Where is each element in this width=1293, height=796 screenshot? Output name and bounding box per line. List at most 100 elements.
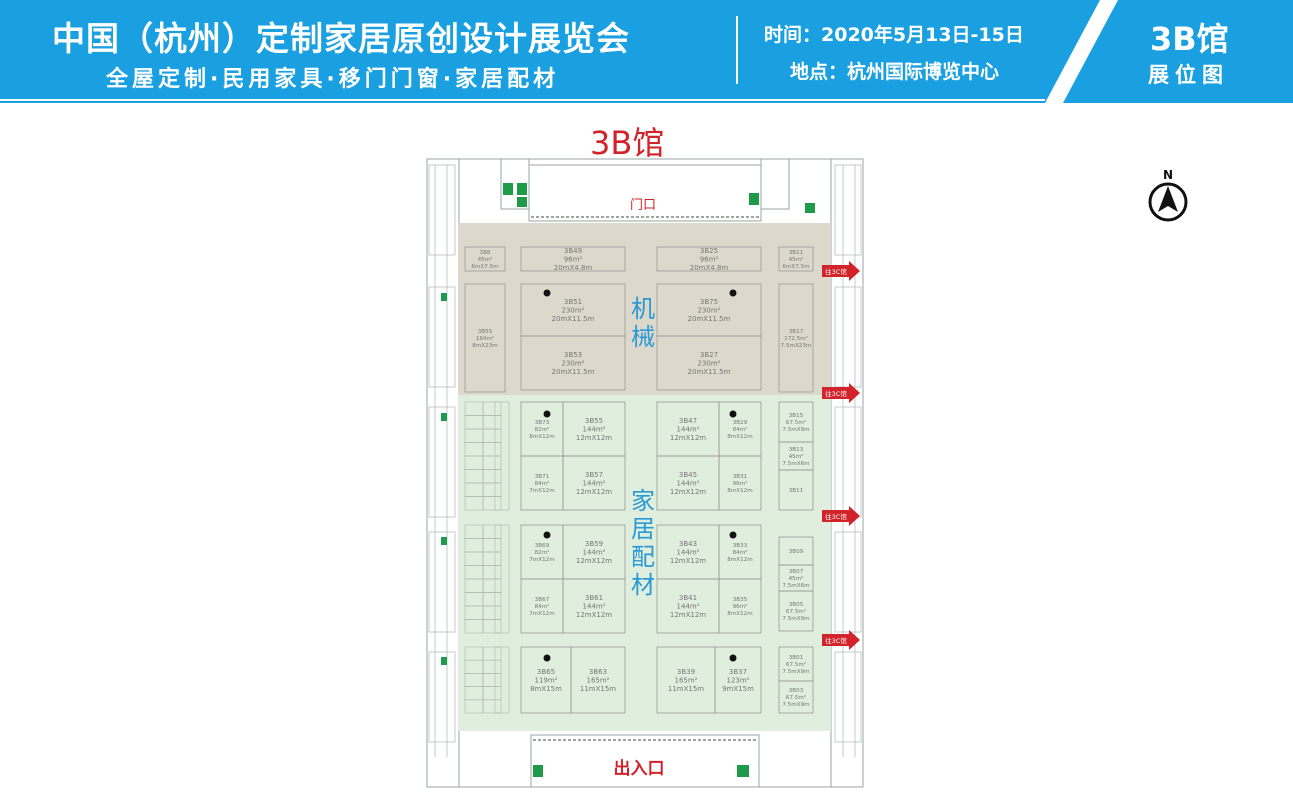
- booth-label-b3b8: 6mX7.5m: [471, 264, 498, 270]
- booth-label-b3b29: 8mX12m: [727, 434, 752, 440]
- booth-label-b3b29: 3B29: [733, 420, 748, 426]
- booth-label-b3b39: 165m²: [675, 676, 698, 684]
- booth-label-b3b41: 144m²: [677, 602, 700, 610]
- svg-text:往3C馆: 往3C馆: [825, 636, 847, 645]
- booth-label-b3b15: 3B15: [789, 413, 804, 419]
- booth-label-b3b47: 3B47: [679, 417, 697, 425]
- booth-label-b3b05: 3B05: [789, 602, 804, 608]
- small-booth-cell: [482, 619, 502, 634]
- booth-label-b3b55: 3B55: [478, 329, 493, 335]
- booth-b3b57: [562, 455, 626, 511]
- booth-label-b3b25: 3B25: [700, 247, 718, 255]
- booth-label-b3b55: 184m²: [476, 335, 494, 342]
- booth-label-b3b57: 3B57: [585, 471, 603, 479]
- booth-label-b3b55b: 3B55: [585, 417, 603, 425]
- booth-b3b03: [778, 680, 814, 714]
- zone-home-label: 家居配材: [631, 487, 655, 599]
- floor-plan: 门口 出入口 往3C馆 往3C馆 往3C馆 往3C馆 3B845m²6mX7.5…: [426, 158, 864, 788]
- map-label: 展位图: [1148, 63, 1229, 87]
- booth-label-b3b69: 3B69: [535, 543, 550, 549]
- booth-label-b3b45: 3B45: [679, 471, 697, 479]
- booth-label-b3b49: 20mX4.8m: [554, 264, 593, 272]
- booth-label-b3b75: 20mX11.5m: [688, 315, 731, 323]
- booth-b3b21: [778, 246, 814, 272]
- booth-label-b3b63: 11mX15m: [580, 685, 616, 693]
- booth-label-b3b63: 3B63: [589, 668, 607, 676]
- booth-label-b3b75: 3B75: [700, 298, 718, 306]
- booth-label-b3b71: 7mX12m: [529, 488, 554, 494]
- booth-b3b61: [562, 578, 626, 634]
- booth-label-b3b55b: 12mX12m: [576, 434, 612, 442]
- booth-label-b3b13: 7.5mX6m: [782, 461, 809, 467]
- booth-label-b3b31: 96m²: [733, 480, 748, 487]
- booth-b3b31: [718, 455, 762, 511]
- booth-label-b3b65: 8mX15m: [530, 685, 562, 693]
- booth-label-b3b65: 3B65: [537, 668, 555, 676]
- booth-label-b3b61: 144m²: [583, 602, 606, 610]
- booth-label-b3b29: 84m²: [733, 426, 748, 433]
- booth-label-b3b41: 12mX12m: [670, 611, 706, 619]
- small-booth-cell: [482, 699, 502, 714]
- booth-label-b3b17: 3B17: [789, 329, 804, 335]
- header-background: [0, 0, 1293, 103]
- expo-title: 中国（杭州）定制家居原创设计展览会: [52, 19, 630, 58]
- booth-b3b11: [778, 469, 814, 511]
- header-divider: [736, 16, 738, 84]
- booth-label-b3b09: 3B09: [789, 549, 804, 555]
- booth-label-b3b05: 67.5m²: [786, 608, 806, 615]
- svg-text:往3C馆: 往3C馆: [825, 267, 847, 276]
- booth-label-b3b53: 3B53: [564, 351, 582, 359]
- booth-label-b3b67: 84m²: [535, 603, 550, 610]
- booth-label-b3b33: 3B33: [733, 543, 748, 549]
- booth-label-b3b15: 7.5mX9m: [782, 427, 809, 433]
- booth-label-b3b75: 230m²: [698, 306, 721, 314]
- booth-label-b3b17: 7.5mX23m: [781, 343, 812, 349]
- booth-b3b17: [778, 283, 814, 393]
- booth-label-b3b67: 7mX12m: [529, 611, 554, 617]
- booth-label-b3b47: 144m²: [677, 425, 700, 433]
- small-booth-cell: [494, 401, 510, 511]
- svg-text:往3C馆: 往3C馆: [825, 389, 847, 398]
- booth-label-b3b53: 230m²: [562, 359, 585, 367]
- booth-label-b3b51: 20mX11.5m: [552, 315, 595, 323]
- booth-label-b3b61: 12mX12m: [576, 611, 612, 619]
- header-banner: 中国（杭州）定制家居原创设计展览会 全屋定制·民用家具·移门门窗·家居配材 时间…: [0, 0, 1293, 103]
- booth-label-b3b45: 12mX12m: [670, 488, 706, 496]
- booth-labels: 3B845m²6mX7.5m3B4996m²20mX4.8m3B2596m²20…: [471, 247, 811, 708]
- booth-label-b3b35: 96m²: [733, 603, 748, 610]
- booth-label-b3b43: 3B43: [679, 540, 697, 548]
- booth-label-b3b03: 7.5mX9m: [782, 702, 809, 708]
- booth-label-b3b25: 96m²: [700, 255, 719, 263]
- booth-label-b3b01: 7.5mX9m: [782, 669, 809, 675]
- booth-label-b3b33: 8mX12m: [727, 557, 752, 563]
- booth-label-b3b63: 165m²: [587, 676, 610, 684]
- booth-label-b3b8: 45m²: [478, 256, 493, 263]
- booth-label-b3b69: 7mX12m: [529, 557, 554, 563]
- booth-b3b63: [570, 646, 626, 714]
- booth-label-b3b37: 123m²: [727, 676, 750, 684]
- booth-b3b8: [464, 246, 506, 272]
- booth-label-b3b39: 11mX15m: [668, 685, 704, 693]
- booth-label-b3b73: 8mX12m: [529, 434, 554, 440]
- arrow-to-3c-3: 往3C馆: [822, 506, 860, 526]
- expo-place: 地点：杭州国际博览中心: [790, 61, 1000, 83]
- expo-time: 时间：2020年5月13日-15日: [764, 24, 1024, 46]
- booth-label-b3b47: 12mX12m: [670, 434, 706, 442]
- booth-label-b3b55: 8mX23m: [472, 343, 497, 349]
- zone-machinery-label: 机械: [631, 295, 655, 351]
- booth-b3b55: [464, 283, 506, 393]
- booth-label-b3b01: 3B01: [789, 655, 804, 661]
- booth-label-b3b71: 84m²: [535, 480, 550, 487]
- booth-b3b27: [656, 335, 762, 391]
- booth-b3b53: [520, 335, 626, 391]
- booth-label-b3b61: 3B61: [585, 594, 603, 602]
- exit-sign-icons: [441, 183, 815, 777]
- svg-text:往3C馆: 往3C馆: [825, 512, 847, 521]
- zone-home-materials: [458, 395, 831, 731]
- small-booth-cell: [494, 524, 510, 634]
- booth-label-b3b73: 82m²: [535, 426, 550, 433]
- plan-title: 3B馆: [590, 124, 665, 162]
- booth-label-b3b27: 20mX11.5m: [688, 368, 731, 376]
- booth-label-b3b13: 45m²: [789, 453, 804, 460]
- booth-label-b3b51: 230m²: [562, 306, 585, 314]
